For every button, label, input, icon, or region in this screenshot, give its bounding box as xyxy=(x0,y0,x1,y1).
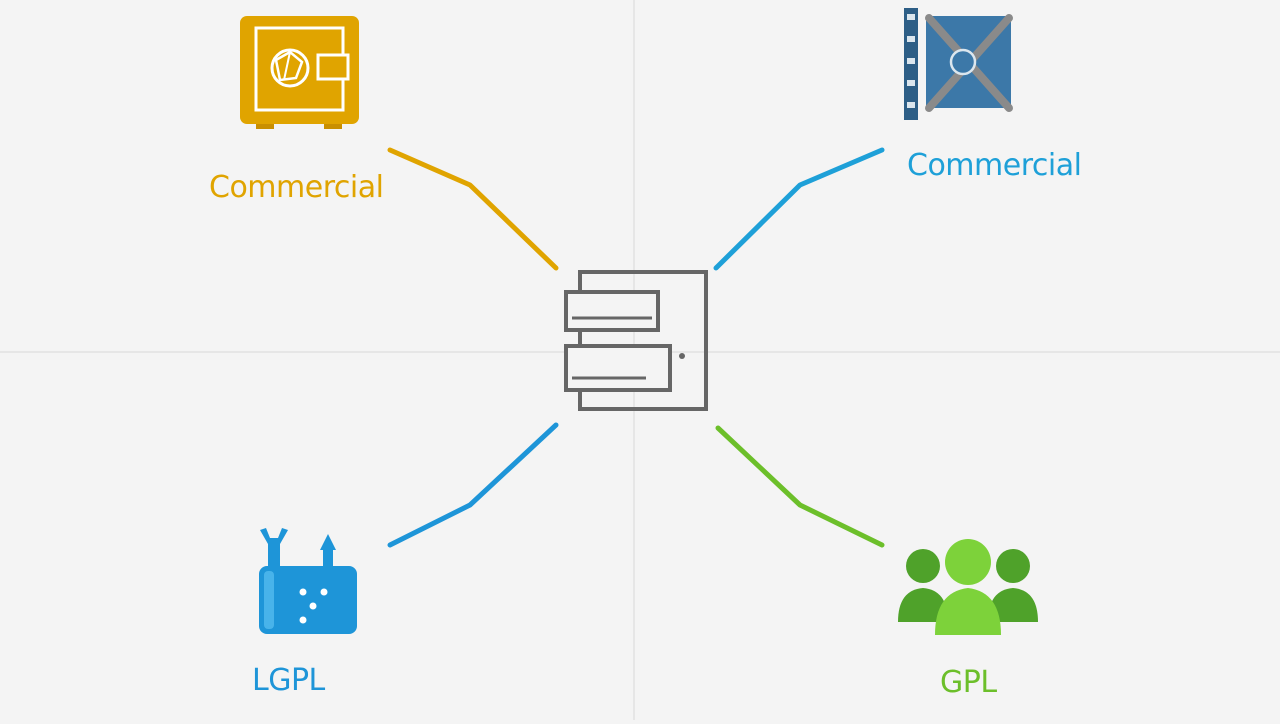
server-rack-icon xyxy=(564,270,708,411)
node-label-bottom-right: GPL xyxy=(940,665,997,700)
connector-top-right xyxy=(713,147,885,271)
sealed-box-icon xyxy=(904,8,1013,120)
connector-top-left xyxy=(387,147,559,271)
node-label-top-right: Commercial xyxy=(907,148,1082,183)
vault-safe-icon xyxy=(240,16,359,129)
node-label-bottom-left: LGPL xyxy=(252,663,325,698)
node-label-top-left: Commercial xyxy=(209,170,384,205)
connector-bottom-left xyxy=(387,422,559,548)
connector-bottom-right xyxy=(715,425,885,548)
toolbox-icon xyxy=(259,528,357,634)
people-group-icon xyxy=(898,539,1038,635)
